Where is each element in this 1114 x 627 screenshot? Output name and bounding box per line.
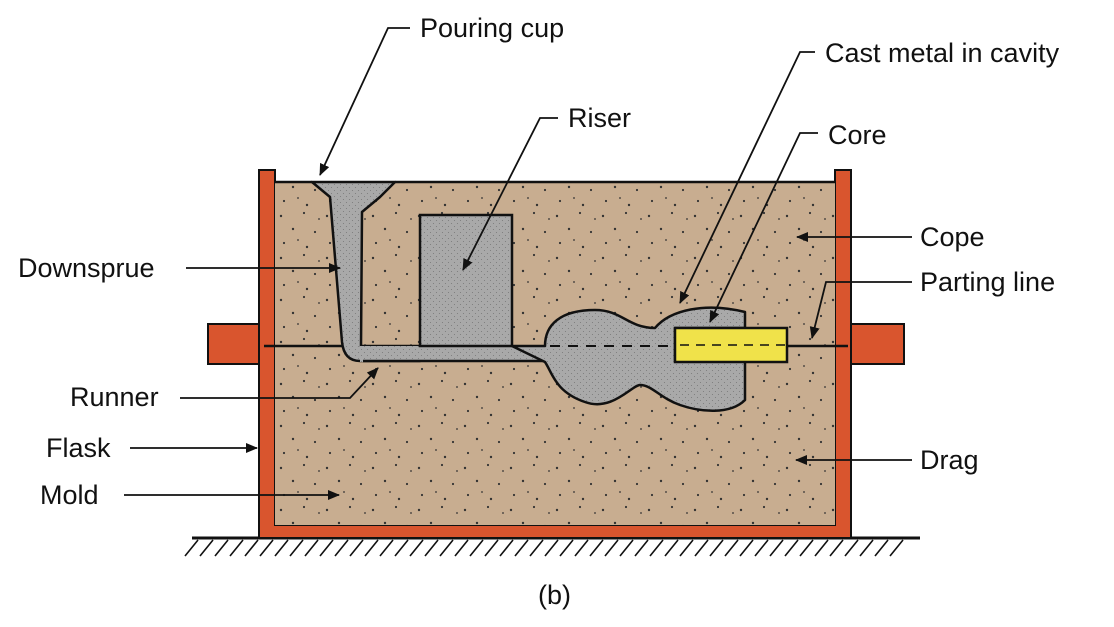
- runner-leader: [180, 367, 379, 399]
- hatch-mark: [319, 539, 334, 557]
- riser: [418, 213, 514, 348]
- flask-right-pin: [847, 323, 905, 365]
- hatch-mark: [514, 539, 529, 557]
- hatch-mark: [424, 539, 439, 557]
- hatch-mark: [589, 539, 604, 557]
- label-parting-line: Parting line: [920, 267, 1055, 297]
- hatch-mark: [529, 539, 544, 557]
- hatch-mark: [889, 539, 904, 557]
- leader-lines: [124, 27, 912, 500]
- label-downsprue: Downsprue: [18, 253, 155, 283]
- hatch-mark: [244, 539, 259, 557]
- label-pouring-cup: Pouring cup: [420, 13, 564, 43]
- label-flask: Flask: [46, 433, 111, 463]
- hatch-mark: [469, 539, 484, 557]
- hatch-mark: [454, 539, 469, 557]
- label-mold: Mold: [40, 480, 99, 510]
- hatch-mark: [349, 539, 364, 557]
- hatch-mark: [754, 539, 769, 557]
- labels: Pouring cup Cast metal in cavity Riser C…: [18, 13, 1060, 610]
- cast-metal-leader: [679, 51, 815, 304]
- pouring-cup-and-downsprue: [310, 180, 422, 363]
- label-riser: Riser: [568, 103, 631, 133]
- hatch-mark: [784, 539, 799, 557]
- label-runner: Runner: [70, 382, 159, 412]
- hatch-mark: [664, 539, 679, 557]
- hatch-mark: [874, 539, 889, 557]
- hatch-mark: [379, 539, 394, 557]
- hatch-mark: [619, 539, 634, 557]
- hatch-mark: [199, 539, 214, 557]
- hatch-mark: [574, 539, 589, 557]
- cast-metal: [310, 180, 747, 412]
- hatch-mark: [814, 539, 829, 557]
- hatch-mark: [484, 539, 499, 557]
- hatch-mark: [409, 539, 424, 557]
- runner-channel: [360, 346, 545, 362]
- hatch-mark: [724, 539, 739, 557]
- casting-cavity: [510, 306, 747, 412]
- hatch-mark: [739, 539, 754, 557]
- ground: [184, 536, 920, 557]
- label-cope: Cope: [920, 222, 985, 252]
- ground-hatching: [184, 539, 904, 557]
- hatch-mark: [364, 539, 379, 557]
- pouring-cup-leader: [319, 27, 410, 176]
- hatch-mark: [604, 539, 619, 557]
- hatch-mark: [844, 539, 859, 557]
- core: [673, 326, 789, 364]
- hatch-mark: [859, 539, 874, 557]
- hatch-mark: [829, 539, 844, 557]
- hatch-mark: [259, 539, 274, 557]
- hatch-mark: [709, 539, 724, 557]
- parting-line-leader: [809, 281, 912, 339]
- hatch-mark: [214, 539, 229, 557]
- flask-left-pin: [207, 323, 265, 365]
- hatch-mark: [559, 539, 574, 557]
- hatch-mark: [634, 539, 649, 557]
- figure-caption: (b): [538, 580, 571, 610]
- hatch-mark: [439, 539, 454, 557]
- hatch-mark: [304, 539, 319, 557]
- hatch-mark: [274, 539, 289, 557]
- hatch-mark: [334, 539, 349, 557]
- hatch-mark: [544, 539, 559, 557]
- riser-leader: [462, 117, 558, 271]
- hatch-mark: [289, 539, 304, 557]
- hatch-mark: [769, 539, 784, 557]
- hatch-mark: [499, 539, 514, 557]
- hatch-mark: [679, 539, 694, 557]
- hatch-mark: [394, 539, 409, 557]
- hatch-mark: [184, 539, 199, 557]
- label-core: Core: [828, 120, 887, 150]
- label-cast-metal: Cast metal in cavity: [825, 38, 1060, 68]
- label-drag: Drag: [920, 445, 979, 475]
- core-leader: [709, 132, 818, 323]
- hatch-mark: [649, 539, 664, 557]
- hatch-mark: [694, 539, 709, 557]
- hatch-mark: [229, 539, 244, 557]
- hatch-mark: [799, 539, 814, 557]
